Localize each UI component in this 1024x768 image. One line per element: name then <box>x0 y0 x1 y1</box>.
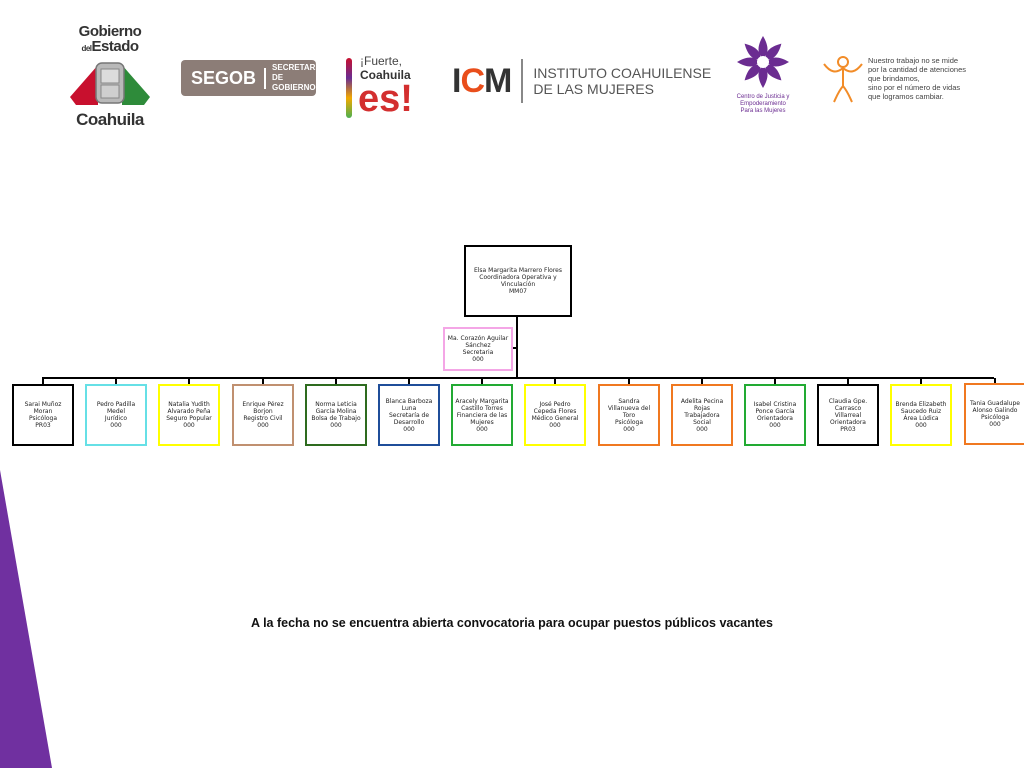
org-node-position: Psicóloga <box>28 415 58 422</box>
org-node-position: Secretaría de Desarrollo <box>388 411 430 426</box>
org-node-name: Norma Leticia García Molina <box>315 401 357 415</box>
org-node-code: 000 <box>403 425 415 433</box>
gobierno-logo-line2: Estado <box>91 38 140 55</box>
centro-logo-line1: Centro de Justicia y <box>736 94 790 100</box>
org-node-assistant: Ma. Corazón Aguilar Sánchez Secretaria 0… <box>443 327 513 371</box>
icm-name-line2: DE LAS MUJERES <box>533 81 654 97</box>
woman-figure-icon <box>823 56 863 103</box>
org-node-position: Orientadora <box>829 418 866 426</box>
icm-letter-m: M <box>484 62 512 100</box>
org-node-name: Natalia Yudith Alvarado Peña <box>167 401 211 415</box>
org-node-name: Sandra Villanueva del Toro <box>607 397 651 419</box>
org-node-code: 000 <box>472 356 484 363</box>
org-node-code: 000 <box>915 422 927 429</box>
org-node-position: Registro Civil <box>243 415 283 422</box>
fuerte-logo-color-bar <box>346 58 352 118</box>
org-node-name: Elsa Margarita Marrero Flores <box>473 267 563 274</box>
org-node-name: Tania Guadalupe Alonso Galindo <box>970 400 1020 414</box>
flower-icon <box>737 36 789 88</box>
gobierno-logo-del: del <box>81 44 92 53</box>
icm-letter-i: I <box>452 62 462 100</box>
org-node-head: Elsa Margarita Marrero Flores Coordinado… <box>464 245 572 317</box>
centro-justicia-logo: Centro de Justicia y Empoderamiento Para… <box>732 34 794 120</box>
vacancy-notice: A la fecha no se encuentra abierta convo… <box>251 616 773 630</box>
icm-name-line1: INSTITUTO COAHUILENSE <box>533 65 712 81</box>
org-node-position: Orientadora <box>756 415 793 422</box>
org-node-name: Isabel Cristina Ponce García <box>753 401 797 415</box>
org-node-code: 000 <box>549 422 561 429</box>
org-node-name: Claudia Gpe. Carrasco Villarreal <box>828 397 868 419</box>
org-node-position: Psicóloga <box>614 418 644 426</box>
centro-logo-line2: Empoderamiento <box>740 101 786 107</box>
org-node-code: 000 <box>110 422 122 429</box>
coat-of-arms-icon <box>70 62 150 105</box>
org-node-name: Aracely Margarita Castillo Torres <box>455 397 509 412</box>
fuerte-coahuila-es-logo: ¡Fuerte, Coahuila es! <box>342 50 426 122</box>
gobierno-logo-line1: Gobierno <box>78 23 142 40</box>
org-node-position: Bolsa de Trabajo <box>311 415 361 422</box>
icm-letter-c: C <box>460 62 485 100</box>
fuerte-logo-line2: Coahuila <box>360 68 411 82</box>
org-node-name: Sarai Muñoz Moran <box>24 401 62 415</box>
org-node-code: MM07 <box>509 288 527 295</box>
org-node-name: José Pedro Cepeda Flores <box>533 401 577 415</box>
org-node-position: Coordinadora Operativa y Vinculación <box>479 274 557 288</box>
org-node-code: PR03 <box>840 425 856 433</box>
segob-logo-main: SEGOB <box>181 67 267 89</box>
org-node-code: 000 <box>330 422 342 429</box>
org-node-position: Médico General <box>531 415 579 422</box>
icm-logo-divider <box>521 59 524 103</box>
org-node-name: Blanca Barboza Luna <box>385 397 433 412</box>
org-node-code: PR03 <box>35 422 51 429</box>
gobierno-logo-line3: Coahuila <box>76 110 144 129</box>
org-node-code: 000 <box>183 422 195 429</box>
org-node-name: Enrique Pérez Borjon <box>242 401 284 415</box>
segob-logo: SEGOB SECRETARÍA DE GOBIERNO <box>181 60 323 96</box>
org-node-name: Pedro Padilla Medel <box>96 401 136 415</box>
org-node-code: 000 <box>769 422 781 429</box>
org-node-code: 000 <box>476 425 488 433</box>
org-node-code: 000 <box>989 421 1001 428</box>
org-node-position: Secretaria <box>462 349 494 356</box>
org-node-code: 000 <box>257 422 269 429</box>
org-node-name: Ma. Corazón Aguilar Sánchez <box>447 335 509 349</box>
org-node-name: Brenda Elizabeth Saucedo Ruiz <box>895 401 947 415</box>
segob-logo-side-line2: DE GOBIERNO <box>272 73 316 92</box>
org-node-code: 000 <box>623 425 635 433</box>
org-node-position: Financiera de las Mujeres <box>456 411 508 426</box>
org-node-position: Trabajadora Social <box>684 411 720 426</box>
nuestro-trabajo-logo: Nuestro trabajo no se mide por la cantid… <box>820 48 970 108</box>
icm-logo: ICM INSTITUTO COAHUILENSE DE LAS MUJERES <box>452 58 712 104</box>
segob-logo-side-line1: SECRETARÍA <box>272 63 324 72</box>
fuerte-logo-line1: ¡Fuerte, <box>360 54 403 68</box>
nuestro-trabajo-text: Nuestro trabajo no se mide por la cantid… <box>868 56 966 101</box>
centro-logo-line3: Para las Mujeres <box>740 108 786 114</box>
gobierno-coahuila-logo: Gobierno delEstado Coahuila <box>66 24 154 134</box>
org-node-name: Adelita Pecina Rojas <box>680 397 724 412</box>
org-node-position: Jurídico <box>104 415 128 422</box>
org-node-position: Psicóloga <box>980 414 1010 421</box>
fuerte-logo-line3: es! <box>358 78 413 120</box>
org-node-code: 000 <box>696 425 708 433</box>
org-node-position: Seguro Popular <box>166 415 212 422</box>
org-node-position: Área Lúdica <box>903 415 939 422</box>
